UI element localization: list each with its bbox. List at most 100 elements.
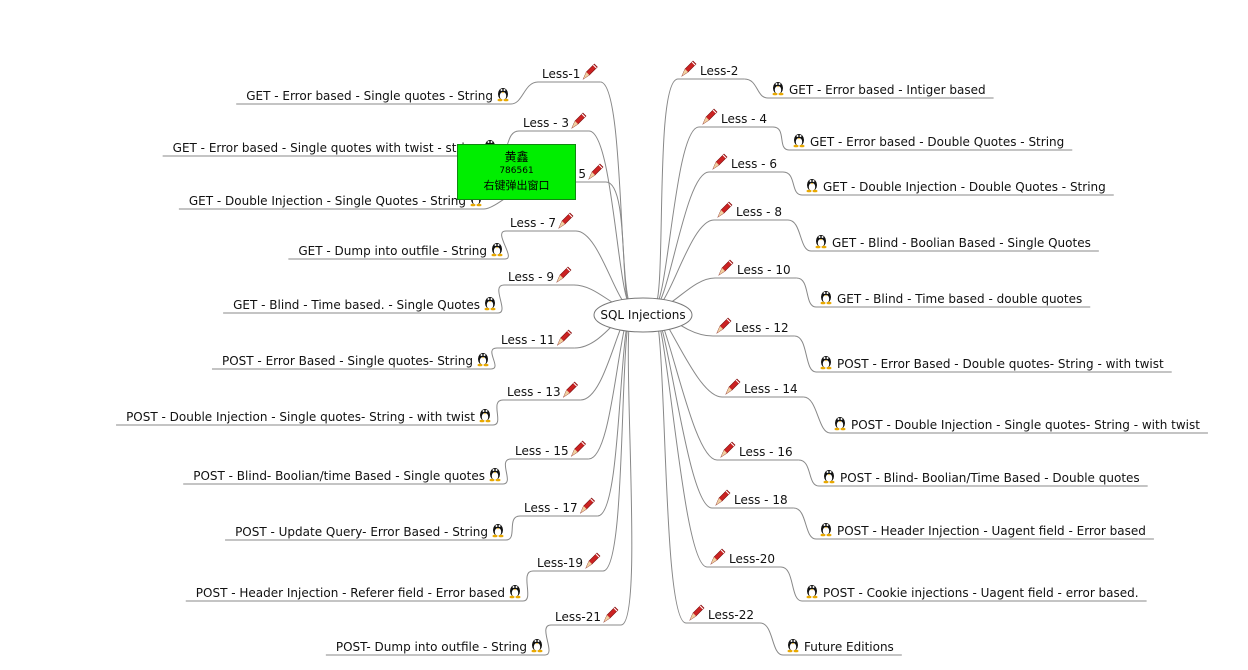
level-label[interactable]: Less - 8 xyxy=(736,205,782,219)
topic-label[interactable]: POST - Header Injection - Referer field … xyxy=(196,586,505,600)
topic-connector xyxy=(502,458,512,485)
level-label[interactable]: Less - 13 xyxy=(507,385,561,399)
user-popup[interactable]: 黄鑫 786561 右键弹出窗口 xyxy=(457,144,576,200)
branch-line xyxy=(605,181,634,308)
linux-penguin-icon xyxy=(479,409,491,423)
linux-penguin-icon xyxy=(509,585,521,599)
branch-line xyxy=(652,306,687,624)
branch-line xyxy=(652,219,715,308)
pencil-icon xyxy=(710,548,726,565)
branch-line xyxy=(620,306,634,626)
pencil-icon xyxy=(556,266,572,283)
branch-line xyxy=(588,130,634,308)
pencil-icon xyxy=(681,60,697,77)
topic-label[interactable]: POST - Update Query- Error Based - Strin… xyxy=(235,525,488,539)
linux-penguin-icon xyxy=(497,88,509,102)
topic-label[interactable]: GET - Blind - Time based - double quotes xyxy=(837,292,1082,306)
level-label[interactable]: Less-22 xyxy=(708,608,754,622)
level-label[interactable]: Less - 16 xyxy=(739,445,793,459)
level-label[interactable]: Less-21 xyxy=(555,610,601,624)
topic-connector xyxy=(772,126,790,151)
topic-connector xyxy=(501,230,509,260)
pencil-icon xyxy=(689,604,705,621)
topic-connector xyxy=(794,335,817,373)
level-label[interactable]: Less - 17 xyxy=(524,501,578,515)
topic-label[interactable]: POST - Blind- Boolian/Time Based - Doubl… xyxy=(840,471,1140,485)
topic-label[interactable]: GET - Error based - Single quotes - Stri… xyxy=(246,89,493,103)
pencil-icon xyxy=(556,329,573,346)
topic-connector xyxy=(492,399,504,426)
pencil-icon xyxy=(588,163,604,180)
pencil-icon xyxy=(562,381,579,398)
topic-label[interactable]: POST - Double Injection - Single quotes-… xyxy=(851,418,1200,432)
linux-penguin-icon xyxy=(787,639,799,653)
topic-label[interactable]: GET - Double Injection - Single Quotes -… xyxy=(189,194,466,208)
topic-connector xyxy=(505,515,521,541)
topic-connector xyxy=(510,81,539,105)
level-label[interactable]: Less - 3 xyxy=(523,116,569,130)
linux-penguin-icon xyxy=(806,585,818,599)
level-label[interactable]: Less - 6 xyxy=(731,157,777,171)
pencil-icon xyxy=(585,552,601,569)
topic-label[interactable]: Future Editions xyxy=(804,640,894,654)
level-label[interactable]: Less - 12 xyxy=(735,321,789,335)
level-label[interactable]: Less - 9 xyxy=(508,270,554,284)
topic-connector xyxy=(490,347,498,370)
topic-label[interactable]: GET - Blind - Time based. - Single Quote… xyxy=(233,298,480,312)
pencil-icon xyxy=(558,212,574,229)
pencil-icon xyxy=(715,489,731,506)
topic-label[interactable]: GET - Error based - Double Quotes - Stri… xyxy=(810,135,1064,149)
topic-label[interactable]: POST - Error Based - Double quotes- Stri… xyxy=(837,357,1164,371)
level-label[interactable]: Less-1 xyxy=(542,67,580,81)
level-label[interactable]: Less - 4 xyxy=(721,112,767,126)
level-label[interactable]: Less - 18 xyxy=(734,493,788,507)
branch-line xyxy=(597,306,634,517)
pencil-icon xyxy=(582,63,598,80)
level-label[interactable]: Less - 15 xyxy=(515,444,569,458)
linux-penguin-icon xyxy=(489,468,501,482)
linux-penguin-icon xyxy=(820,356,832,370)
topic-connector xyxy=(793,507,817,540)
topic-label[interactable]: POST- Dump into outfile - String xyxy=(336,640,527,654)
linux-penguin-icon xyxy=(491,243,503,257)
level-label[interactable]: Less-20 xyxy=(729,552,775,566)
topic-connector xyxy=(544,624,552,656)
topic-label[interactable]: POST - Double Injection - Single quotes-… xyxy=(126,410,475,424)
level-label[interactable]: Less - 11 xyxy=(501,333,555,347)
level-label[interactable]: Less-19 xyxy=(537,556,583,570)
topic-connector xyxy=(798,459,820,487)
topic-connector xyxy=(497,284,505,314)
linux-penguin-icon xyxy=(477,353,489,367)
pencil-icon xyxy=(702,108,718,125)
popup-qq: 786561 xyxy=(499,166,534,176)
topic-label[interactable]: GET - Error based - Single quotes with t… xyxy=(173,141,480,155)
topic-label[interactable]: GET - Error based - Intiger based xyxy=(789,83,986,97)
level-label[interactable]: Less-2 xyxy=(700,64,738,78)
center-node-label: SQL Injections xyxy=(600,308,685,322)
linux-penguin-icon xyxy=(492,524,504,538)
topic-label[interactable]: POST - Cookie injections - Uagent field … xyxy=(823,586,1139,600)
topic-connector xyxy=(744,78,769,99)
pencil-icon xyxy=(725,378,741,395)
linux-penguin-icon xyxy=(793,134,805,148)
topic-label[interactable]: POST - Blind- Boolian/time Based - Singl… xyxy=(193,469,485,483)
topic-label[interactable]: POST - Header Injection - Uagent field -… xyxy=(837,524,1146,538)
level-label[interactable]: Less - 10 xyxy=(737,263,791,277)
topic-connector xyxy=(759,622,784,656)
popup-hint: 右键弹出窗口 xyxy=(483,179,550,192)
topic-label[interactable]: GET - Dump into outfile - String xyxy=(298,244,487,258)
linux-penguin-icon xyxy=(820,291,832,305)
pencil-icon xyxy=(712,153,728,170)
topic-label[interactable]: GET - Blind - Boolian Based - Single Quo… xyxy=(832,236,1091,250)
linux-penguin-icon xyxy=(823,470,835,484)
level-label[interactable]: Less - 7 xyxy=(510,216,556,230)
topic-label[interactable]: GET - Double Injection - Double Quotes -… xyxy=(823,180,1106,194)
center-node[interactable] xyxy=(593,297,693,333)
popup-name: 黄鑫 xyxy=(504,150,529,164)
pencil-icon xyxy=(570,440,587,457)
topic-label[interactable]: POST - Error Based - Single quotes- Stri… xyxy=(222,354,473,368)
pencil-icon xyxy=(720,441,736,458)
linux-penguin-icon xyxy=(834,417,846,431)
level-label[interactable]: Less - 14 xyxy=(744,382,798,396)
